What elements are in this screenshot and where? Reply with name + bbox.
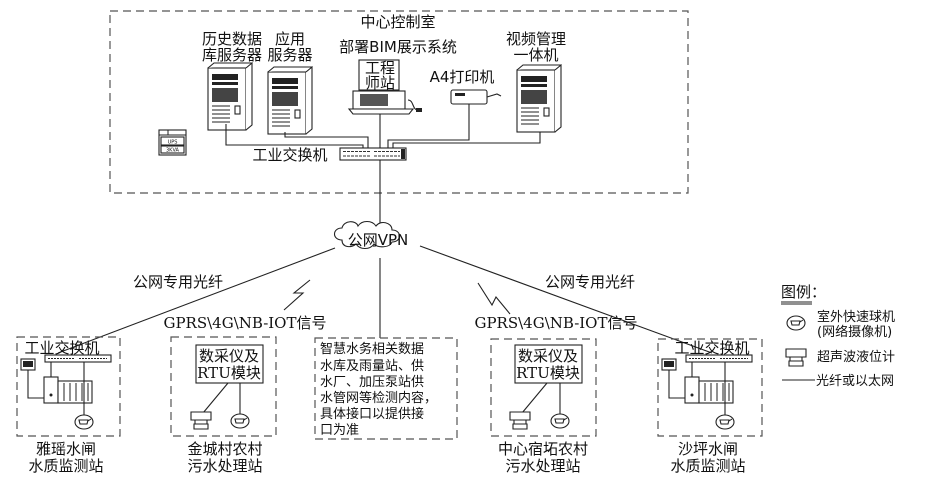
ups-icon bbox=[158, 129, 187, 156]
engineer-station-label-line1: 工程 bbox=[365, 59, 395, 77]
backbone-links bbox=[57, 245, 713, 354]
station-jinchengcun-name-line1: 金城村农村 bbox=[187, 440, 262, 458]
station-zhongxinsutuo-rtu-box bbox=[514, 344, 583, 384]
control-room-wiring bbox=[225, 104, 541, 228]
station-yayao-name-line2: 水质监测站 bbox=[28, 457, 103, 475]
station-yayao-switch-icon bbox=[44, 354, 112, 363]
wireless-signal-icon-left bbox=[283, 279, 311, 311]
control-room-boundary bbox=[109, 10, 689, 194]
video-mgmt-label-line1: 视频管理 bbox=[506, 30, 566, 48]
station-jinchengcun-rtu-line2: RTU模块 bbox=[197, 364, 261, 382]
vpn-cloud-icon bbox=[333, 220, 401, 250]
station-zhongxinsutuo-rtu-line1: 数采仪及 bbox=[518, 347, 578, 365]
app-server-label-line1: 应用 bbox=[275, 30, 305, 48]
station-yayao-name-line1: 雅瑶水闸 bbox=[36, 440, 96, 458]
ups-capacity: 3KVA bbox=[166, 148, 180, 154]
station-shaping-name-line1: 沙坪水闸 bbox=[678, 440, 738, 458]
legend-camera-label-line1: 室外快速球机 bbox=[817, 309, 895, 325]
station-shaping: 工业交换机 沙坪水闸 水质监测站 bbox=[657, 338, 763, 475]
history-db-server-label-line2: 库服务器 bbox=[202, 46, 262, 64]
app-server-icon bbox=[267, 66, 313, 135]
station-yayao-switch-label: 工业交换机 bbox=[24, 339, 99, 357]
history-db-server-icon bbox=[207, 62, 253, 131]
ups-model: UPS bbox=[168, 140, 178, 146]
control-room-title: 中心控制室 bbox=[360, 13, 435, 31]
legend: 图例： 室外快速球机 (网络摄像机) 超声波液位计 光纤或以太网 bbox=[781, 283, 895, 389]
legend-ultrasonic-sensor-icon bbox=[785, 348, 807, 367]
app-server-label-line2: 服务器 bbox=[267, 46, 312, 64]
station-yayao-plc-icon bbox=[43, 376, 93, 404]
smart-water-data-box: 智慧水务相关数据 水库及雨量站、供 水厂、加压泵站供 水管网等检测内容， 具体接… bbox=[314, 337, 458, 440]
station-jinchengcun: 数采仪及 RTU模块 金城村农村 污水处理站 bbox=[170, 336, 277, 475]
station-zhongxinsutuo-ultrasonic-icon bbox=[509, 411, 531, 430]
legend-line-label: 光纤或以太网 bbox=[816, 374, 894, 389]
bim-system-label: 部署BIM展示系统 bbox=[339, 38, 457, 56]
wireless-left-label: GPRS\4G\NB-IOT信号 bbox=[163, 314, 326, 332]
station-shaping-name-line2: 水质监测站 bbox=[670, 457, 745, 475]
station-zhongxinsutuo-camera-icon bbox=[550, 413, 570, 429]
station-jinchengcun-rtu-line1: 数采仪及 bbox=[199, 347, 259, 365]
fiber-left-label: 公网专用光纤 bbox=[133, 273, 223, 291]
station-zhongxinsutuo-name-line1: 中心宿坧农村 bbox=[498, 440, 588, 458]
station-zhongxinsutuo-rtu-line2: RTU模块 bbox=[516, 364, 580, 382]
wireless-signal-icon-right bbox=[477, 282, 511, 315]
wireless-right-label: GPRS\4G\NB-IOT信号 bbox=[474, 314, 637, 332]
station-shaping-switch-icon bbox=[685, 354, 753, 363]
smart-water-text-line4: 水管网等检测内容， bbox=[320, 390, 437, 406]
legend-title: 图例： bbox=[781, 283, 826, 301]
station-shaping-camera-icon bbox=[715, 414, 735, 430]
engineer-station-icon bbox=[347, 59, 422, 115]
station-shaping-plc-icon bbox=[684, 376, 734, 404]
core-switch-icon bbox=[339, 147, 407, 161]
video-mgmt-server-icon bbox=[516, 64, 562, 133]
printer-icon bbox=[450, 89, 502, 105]
station-yayao-hmi-icon bbox=[20, 358, 36, 371]
smart-water-text-line2: 水库及雨量站、供 bbox=[320, 358, 424, 374]
printer-label: A4打印机 bbox=[430, 68, 495, 86]
vpn-label: 公网VPN bbox=[348, 231, 409, 249]
station-yayao: 工业交换机 雅瑶水闸 水质监测站 bbox=[16, 336, 121, 475]
station-jinchengcun-camera-icon bbox=[230, 413, 250, 429]
smart-water-text-line5: 具体接口以提供接 bbox=[320, 406, 424, 422]
smart-water-text-line6: 口为准 bbox=[320, 423, 359, 438]
history-db-server-label-line1: 历史数据 bbox=[202, 30, 262, 48]
core-switch-label: 工业交换机 bbox=[252, 146, 327, 164]
station-zhongxinsutuo-name-line2: 污水处理站 bbox=[505, 457, 580, 475]
station-yayao-camera-icon bbox=[74, 414, 94, 430]
video-mgmt-label-line2: 一体机 bbox=[513, 46, 558, 64]
station-shaping-hmi-icon bbox=[661, 358, 677, 371]
smart-water-text-line3: 水厂、加压泵站供 bbox=[320, 375, 424, 390]
legend-ultrasonic-label: 超声波液位计 bbox=[817, 350, 895, 365]
smart-water-text-line1: 智慧水务相关数据 bbox=[320, 341, 424, 357]
station-shaping-switch-label: 工业交换机 bbox=[674, 339, 749, 357]
station-zhongxinsutuo: 数采仪及 RTU模块 中心宿坧农村 污水处理站 bbox=[490, 338, 597, 475]
station-jinchengcun-ultrasonic-icon bbox=[190, 411, 212, 430]
station-jinchengcun-name-line2: 污水处理站 bbox=[187, 457, 262, 475]
fiber-right-label: 公网专用光纤 bbox=[545, 273, 635, 291]
legend-camera-label-line2: (网络摄像机) bbox=[817, 324, 892, 340]
station-jinchengcun-rtu-box bbox=[195, 344, 264, 384]
engineer-station-label-line2: 师站 bbox=[365, 74, 395, 92]
legend-camera-icon bbox=[786, 315, 806, 331]
